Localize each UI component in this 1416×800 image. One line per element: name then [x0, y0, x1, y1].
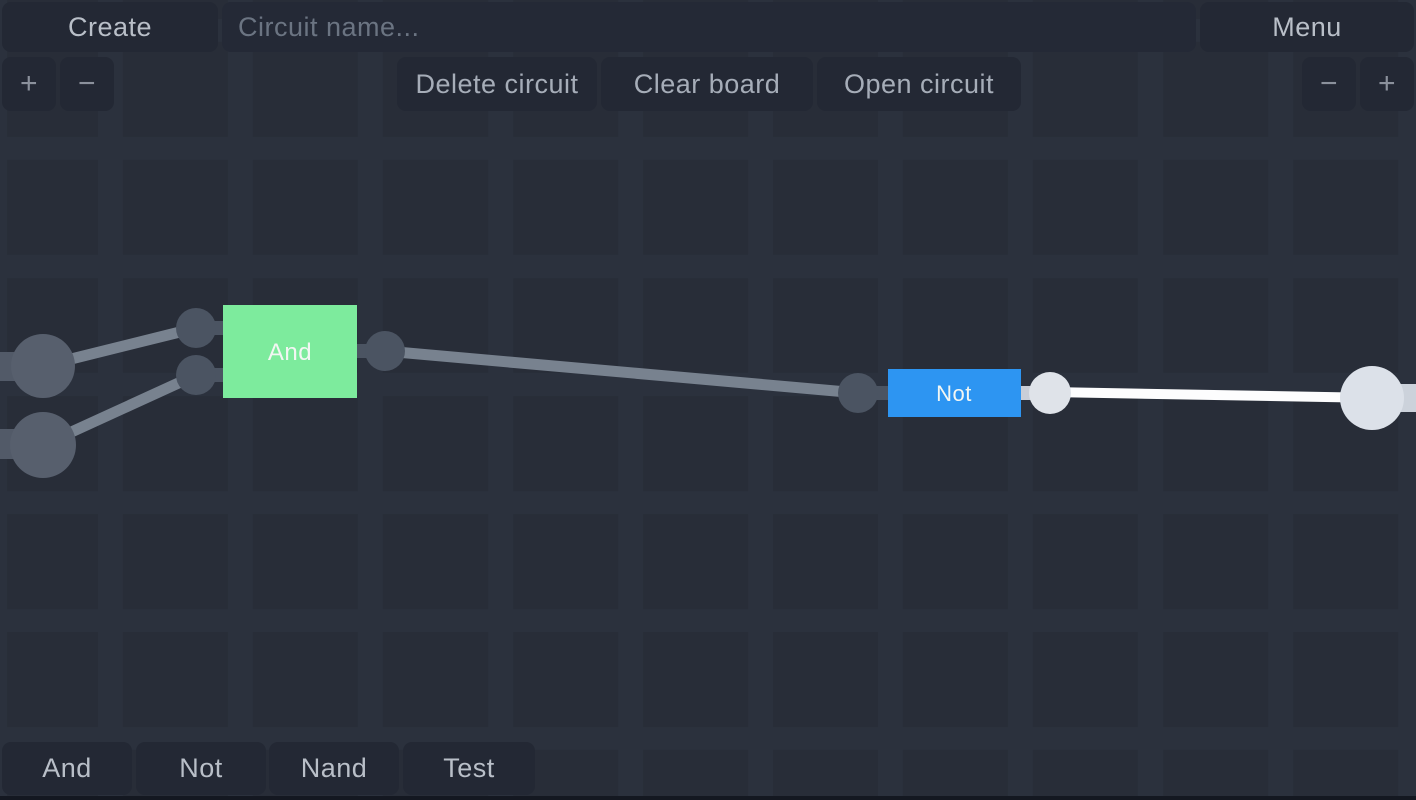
output-terminal[interactable]	[1340, 366, 1404, 430]
and-gate-label: And	[268, 339, 312, 366]
and-output-pin[interactable]	[365, 331, 405, 371]
wire-not-to-output	[1049, 387, 1381, 403]
not-gate-label: Not	[936, 381, 972, 406]
palette-item-test[interactable]: Test	[403, 742, 535, 795]
menu-button[interactable]: Menu	[1200, 2, 1414, 52]
zoom-in-right-button[interactable]: +	[1360, 57, 1414, 111]
and-gate[interactable]: And	[223, 305, 357, 398]
delete-circuit-button[interactable]: Delete circuit	[397, 57, 597, 111]
circuit-name-input[interactable]	[222, 2, 1196, 52]
input-switch-2[interactable]	[10, 412, 76, 478]
wire-and-to-not	[384, 345, 859, 399]
not-gate-body[interactable]	[888, 369, 1021, 417]
palette-item-not[interactable]: Not	[136, 742, 266, 795]
not-gate[interactable]: Not	[888, 369, 1021, 417]
zoom-in-left-button[interactable]: +	[2, 57, 56, 111]
not-input-pin[interactable]	[838, 373, 878, 413]
not-output-pin[interactable]	[1029, 372, 1071, 414]
input-switch-1[interactable]	[11, 334, 75, 398]
zoom-out-right-button[interactable]: −	[1302, 57, 1356, 111]
screen-edge-strip	[0, 796, 1416, 800]
create-button[interactable]: Create	[2, 2, 218, 52]
and-input2-pin[interactable]	[176, 355, 216, 395]
clear-board-button[interactable]: Clear board	[601, 57, 813, 111]
palette-item-and[interactable]: And	[2, 742, 132, 795]
and-gate-body[interactable]	[223, 305, 357, 398]
zoom-out-left-button[interactable]: −	[60, 57, 114, 111]
palette-item-nand[interactable]: Nand	[269, 742, 399, 795]
open-circuit-button[interactable]: Open circuit	[817, 57, 1021, 111]
and-input1-pin[interactable]	[176, 308, 216, 348]
